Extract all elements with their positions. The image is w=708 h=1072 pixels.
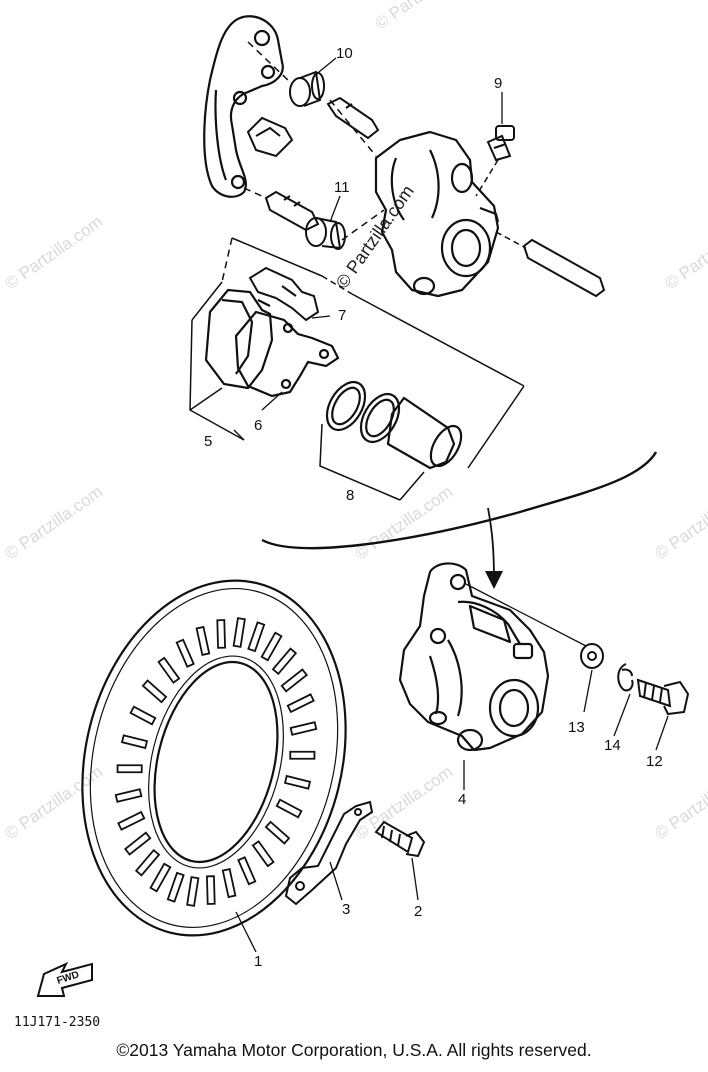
bushing-11: [305, 217, 346, 250]
disc-vent-hole: [289, 750, 316, 760]
caliper-body-exploded: [374, 130, 500, 298]
pad-shim-7: [248, 266, 320, 322]
disc-vent-hole: [134, 848, 161, 877]
fwd-arrow: FWD: [36, 961, 93, 997]
pad-spring-clip: [246, 116, 294, 158]
callout-6: 6: [254, 417, 262, 434]
disc-vent-hole: [251, 840, 275, 868]
disc-vent-hole: [260, 631, 283, 662]
callout-7: 7: [338, 307, 346, 324]
disc-vent-hole: [166, 871, 185, 903]
caliper-axis-line: [465, 583, 587, 647]
callout-10: 10: [336, 45, 353, 62]
disc-vent-hole: [232, 617, 246, 648]
pad-group-frame: [189, 281, 245, 441]
disc-vent-hole: [216, 619, 226, 649]
watermark-7: © Partzilla.com: [651, 482, 708, 563]
disc-vent-hole: [123, 831, 152, 856]
assembly-brace: [261, 451, 658, 550]
callout-3: 3: [342, 901, 350, 918]
copyright-notice: ©2013 Yamaha Motor Corporation, U.S.A. A…: [116, 1040, 592, 1060]
disc-vent-hole: [175, 638, 195, 668]
disc-vent-hole: [117, 810, 146, 831]
watermark-9: © Partzilla.com: [661, 212, 708, 293]
disc-vent-hole: [264, 820, 291, 845]
watermark-8: © Partzilla.com: [651, 762, 708, 843]
watermark-4: © Partzilla.com: [351, 482, 456, 563]
disc-vent-holes: [114, 617, 318, 907]
lock-plate-3: [284, 800, 374, 906]
bleed-screw-9: [486, 125, 515, 162]
disc-vent-hole: [247, 621, 266, 653]
caliper-frame-dashed: [221, 237, 525, 469]
drawing-code: 11J171-2350: [14, 1015, 100, 1030]
disc-vent-hole: [195, 625, 211, 656]
disc-vent-hole: [237, 856, 257, 886]
lock-washer-14: [617, 663, 634, 692]
disc-vent-hole: [271, 647, 298, 676]
watermark-1: © Partzilla.com: [1, 212, 106, 293]
disc-vent-hole: [286, 693, 315, 714]
disc-vent-hole: [149, 862, 172, 893]
disc-vent-hole: [129, 705, 157, 726]
callout-13: 13: [568, 719, 585, 736]
disc-vent-hole: [221, 868, 237, 899]
pad-pin: [522, 238, 606, 298]
caliper-assembly-4: [398, 562, 550, 752]
callout-4: 4: [458, 791, 466, 808]
watermark-6: © Partzilla.com: [371, 0, 476, 33]
disc-vent-hole: [289, 721, 318, 736]
brake-pad-6: [234, 310, 340, 398]
disc-vent-hole: [120, 734, 149, 750]
callout-5: 5: [204, 433, 212, 450]
disc-vent-hole: [206, 875, 216, 905]
bushing-10: [289, 70, 325, 107]
bolt-2: [374, 820, 426, 858]
bolt-12: [636, 678, 690, 716]
disc-vent-hole: [280, 668, 309, 693]
disc-vent-hole: [283, 774, 312, 790]
dashed-leaders-upper: [243, 41, 385, 241]
piston-seals-8: [325, 381, 463, 470]
pin-leader: [495, 231, 527, 249]
callout-1: 1: [254, 953, 262, 970]
callout-2: 2: [414, 903, 422, 920]
callouts: 10 9 11 7 5 6 8 13 14 12 4 3 2 1: [204, 45, 663, 970]
disc-vent-hole: [116, 764, 143, 774]
brake-disc-1: [81, 579, 347, 937]
leaders-5-6: [233, 315, 331, 441]
callout-11: 11: [334, 179, 350, 196]
disc-vent-hole: [275, 798, 303, 819]
disc-vent-hole: [186, 876, 200, 907]
assembly-arrow: [484, 507, 503, 589]
seal-group-frame: [319, 423, 425, 501]
slide-pin-upper: [326, 96, 380, 140]
disc-vent-hole: [157, 656, 181, 684]
disc-vent-hole: [114, 788, 143, 803]
caliper-bracket: [203, 15, 284, 198]
callout-8: 8: [346, 487, 354, 504]
callout-14: 14: [604, 737, 621, 754]
callout-9: 9: [494, 75, 502, 92]
callout-leaders: [235, 57, 669, 953]
slide-pin-lower: [264, 190, 320, 232]
watermark-2: © Partzilla.com: [1, 482, 106, 563]
callout-12: 12: [646, 753, 663, 770]
washer-13: [580, 643, 604, 669]
brake-pad-5: [204, 288, 274, 390]
leader-9b: [475, 159, 499, 197]
disc-vent-hole: [141, 679, 168, 704]
parts-diagram: © Partzilla.com © Partzilla.com © Partzi…: [1, 0, 708, 1030]
